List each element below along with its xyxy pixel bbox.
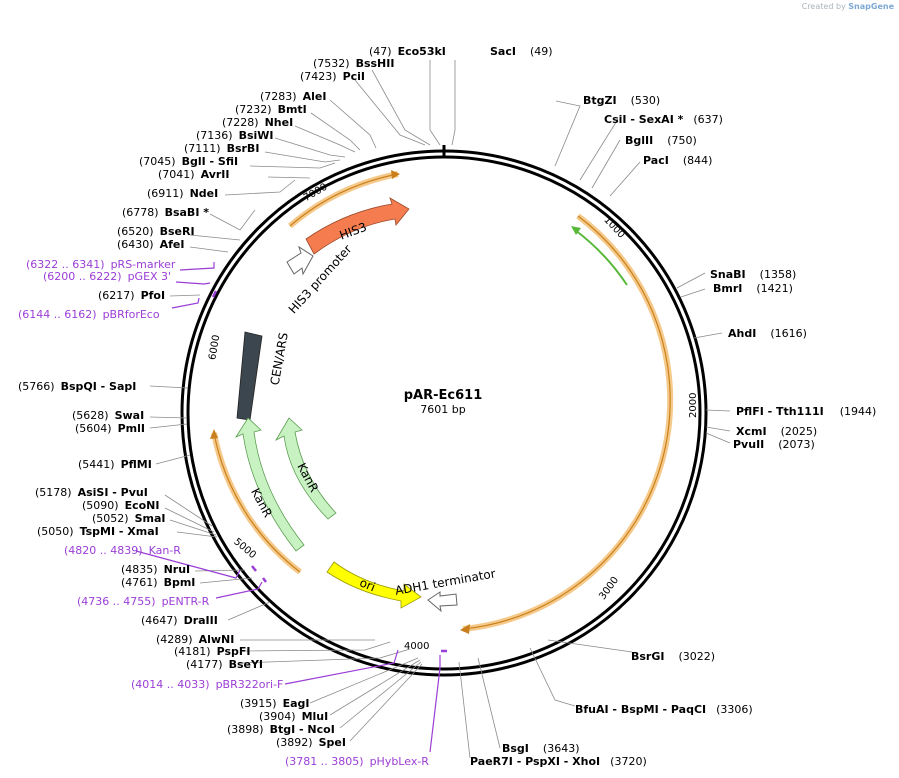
arc-left-core xyxy=(213,432,301,573)
enzyme-avrii-label: (7041)AvrII xyxy=(158,168,229,181)
orange-arcs xyxy=(210,170,674,634)
enzyme-pflfi-tth111i-label: PflFI - Tth111I(1944) xyxy=(736,405,876,418)
primer-pbr322ori-f-label: (4014 .. 4033)pBR322ori-F xyxy=(131,678,283,691)
arc-top-head xyxy=(391,170,400,179)
enzyme-snabi-label: SnaBI(1358) xyxy=(710,268,796,281)
enzyme-econi-label: (5090)EcoNI xyxy=(82,499,159,512)
snapgene-credit: Created by SnapGene xyxy=(802,2,894,11)
enzyme-bseyi-label: (4177)BseYI xyxy=(186,658,263,671)
enzyme-bmri-label: BmrI(1421) xyxy=(713,282,793,295)
enzyme-spei-label: (3892)SpeI xyxy=(276,736,346,749)
tick-2000: 2000 xyxy=(688,393,699,418)
enzyme-asisi-pvui-label: (5178)AsiSI - PvuI xyxy=(35,486,148,499)
enzyme-draiii-label: (4647)DraIII xyxy=(141,614,218,627)
green-arc-head xyxy=(571,226,581,235)
enzyme-bgli-sfii-label: (7045)BglI - SfiI xyxy=(139,155,238,168)
feature-his3 xyxy=(305,197,410,255)
primer-pentr-r-label: (4736 .. 4755)pENTR-R xyxy=(77,595,210,608)
feature-adh1-terminator-label: ADH1 terminator xyxy=(394,566,497,597)
enzyme-pspfi-label: (4181)PspFI xyxy=(174,645,250,658)
feature-cen-ars-label: CEN/ARS xyxy=(268,332,291,387)
enzyme-sacI-label: SacI(49) xyxy=(490,45,553,58)
plasmid-name: pAR-Ec611 xyxy=(404,388,483,403)
tick-3000: 3000 xyxy=(597,575,621,602)
enzyme-nrui-label: (4835)NruI xyxy=(121,563,190,576)
enzyme-bmti-label: (7232)BmtI xyxy=(235,103,307,116)
primer-pbrforeco-label: (6144 .. 6162)pBRforEco xyxy=(18,308,160,321)
arc-top-core xyxy=(289,173,399,227)
enzyme-ahdi-label: AhdI(1616) xyxy=(728,327,807,340)
feature-cen-ars xyxy=(236,331,263,421)
plasmid-size: 7601 bp xyxy=(420,403,465,416)
leader-lines xyxy=(149,60,731,759)
tick-6000: 6000 xyxy=(207,334,222,361)
enzyme-eagi-label: (3915)EagI xyxy=(240,697,309,710)
feature-kanr-1 xyxy=(234,417,305,552)
enzyme-tspmi-xmai-label: (5050)TspMI - XmaI xyxy=(37,525,159,538)
green-arc xyxy=(574,229,628,286)
enzyme-pcii-label: (7423)PciI xyxy=(300,70,365,83)
arc-right-core xyxy=(462,215,671,630)
enzyme-swai-label: (5628)SwaI xyxy=(72,409,144,422)
enzyme-alwni-label: (4289)AlwNI xyxy=(156,633,234,646)
enzyme-pfoi-label: (6217)PfoI xyxy=(98,289,165,302)
enzyme-nhei-label: (7228)NheI xyxy=(222,116,293,129)
arc-left-head xyxy=(210,429,218,439)
enzyme-mlui-label: (3904)MluI xyxy=(259,710,328,723)
enzyme-pvuii-label: PvuII(2073) xyxy=(733,438,815,451)
enzyme-bglii-label: BglII(750) xyxy=(625,134,697,147)
enzyme-afei-label: (6430)AfeI xyxy=(117,238,184,251)
tick-5000: 5000 xyxy=(231,536,258,561)
enzyme-bsgi-label: BsgI(3643) xyxy=(502,742,579,755)
enzyme-pmli-label: (5604)PmlI xyxy=(75,422,145,435)
enzyme-bsiwi-label: (7136)BsiWI xyxy=(196,129,274,142)
credit-brand: SnapGene xyxy=(848,2,894,11)
enzyme-bsrbi-label: (7111)BsrBI xyxy=(184,142,259,155)
credit-prefix: Created by xyxy=(801,2,846,11)
feature-kanr-2 xyxy=(274,417,337,520)
enzyme-bfuai-bspmi-paqci-label: BfuAI - BspMI - PaqCI(3306) xyxy=(575,703,753,716)
feature-his3-promoter xyxy=(286,245,314,276)
primer-prs-marker-label: (6322 .. 6341)pRS-marker xyxy=(26,258,176,271)
enzyme-btgi-ncoi-label: (3898)BtgI - NcoI xyxy=(227,723,335,736)
enzyme-ndei-label: (6911)NdeI xyxy=(147,187,218,200)
enzyme-bseri-label: (6520)BseRI xyxy=(117,225,195,238)
tick-4000: 4000 xyxy=(404,641,429,652)
feature-adh1-terminator xyxy=(427,591,458,613)
enzyme-pflmi-label: (5441)PflMI xyxy=(78,458,152,471)
enzyme-csii-sexai-label: CsiI - SexAI *(637) xyxy=(604,113,723,126)
enzyme-btgzi-label: BtgZI(530) xyxy=(583,94,660,107)
enzyme-xcmi-label: XcmI(2025) xyxy=(736,425,817,438)
primer-pgex3-label: (6200 .. 6222)pGEX 3' xyxy=(43,270,171,283)
primer-kan-r-label: (4820 .. 4839)Kan-R xyxy=(64,544,181,557)
primer-phyblex-r-label: (3781 .. 3805)pHybLex-R xyxy=(285,755,429,768)
arc-right-head xyxy=(460,624,470,634)
enzyme-paci-label: PacI(844) xyxy=(643,154,712,167)
primer-marks xyxy=(135,262,447,753)
feature-ori-label: ori xyxy=(358,575,378,594)
feature-ori xyxy=(326,561,422,609)
enzyme-bsrgi-label: BsrGI(3022) xyxy=(631,650,715,663)
enzyme-bsshii-label: (7532)BssHII xyxy=(313,57,394,70)
enzyme-bpmi-label: (4761)BpmI xyxy=(121,576,195,589)
enzyme-bspqi-sapi-label: (5766)BspQI - SapI xyxy=(18,380,136,393)
enzyme-paer7i-pspxi-xhoi-label: PaeR7I - PspXI - XhoI(3720) xyxy=(470,755,647,768)
enzyme-alei-label: (7283)AleI xyxy=(260,90,326,103)
enzyme-bsabi-label: (6778)BsaBI * xyxy=(122,206,209,219)
enzyme-smai-label: (5052)SmaI xyxy=(92,512,165,525)
enzyme-eco53ki-label: (47)Eco53kI xyxy=(369,45,446,58)
feature-his3-promoter-label: HIS3 promoter xyxy=(286,242,355,316)
